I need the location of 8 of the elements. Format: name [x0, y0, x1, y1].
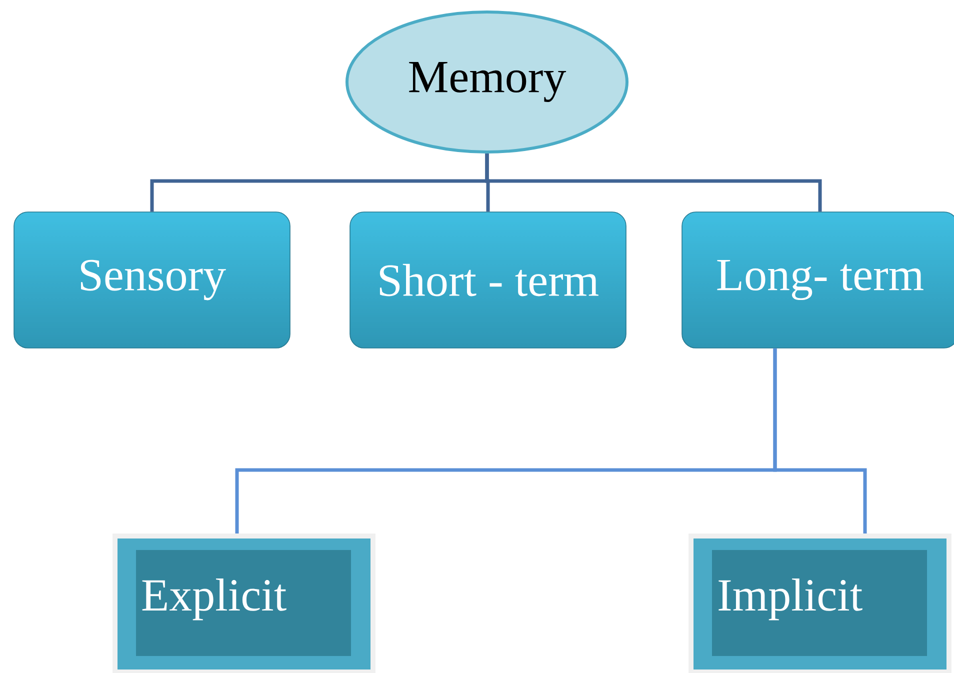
connector-line: [773, 348, 867, 534]
connector-line: [485, 154, 822, 212]
rounded-box: Short - term: [350, 212, 626, 348]
rounded-box: Long- term: [682, 212, 954, 348]
framed-box: Implicit: [688, 534, 952, 673]
ellipse-node: Memory: [346, 10, 628, 154]
rounded-box: Sensory: [14, 212, 290, 348]
framed-box: Explicit: [112, 534, 376, 673]
